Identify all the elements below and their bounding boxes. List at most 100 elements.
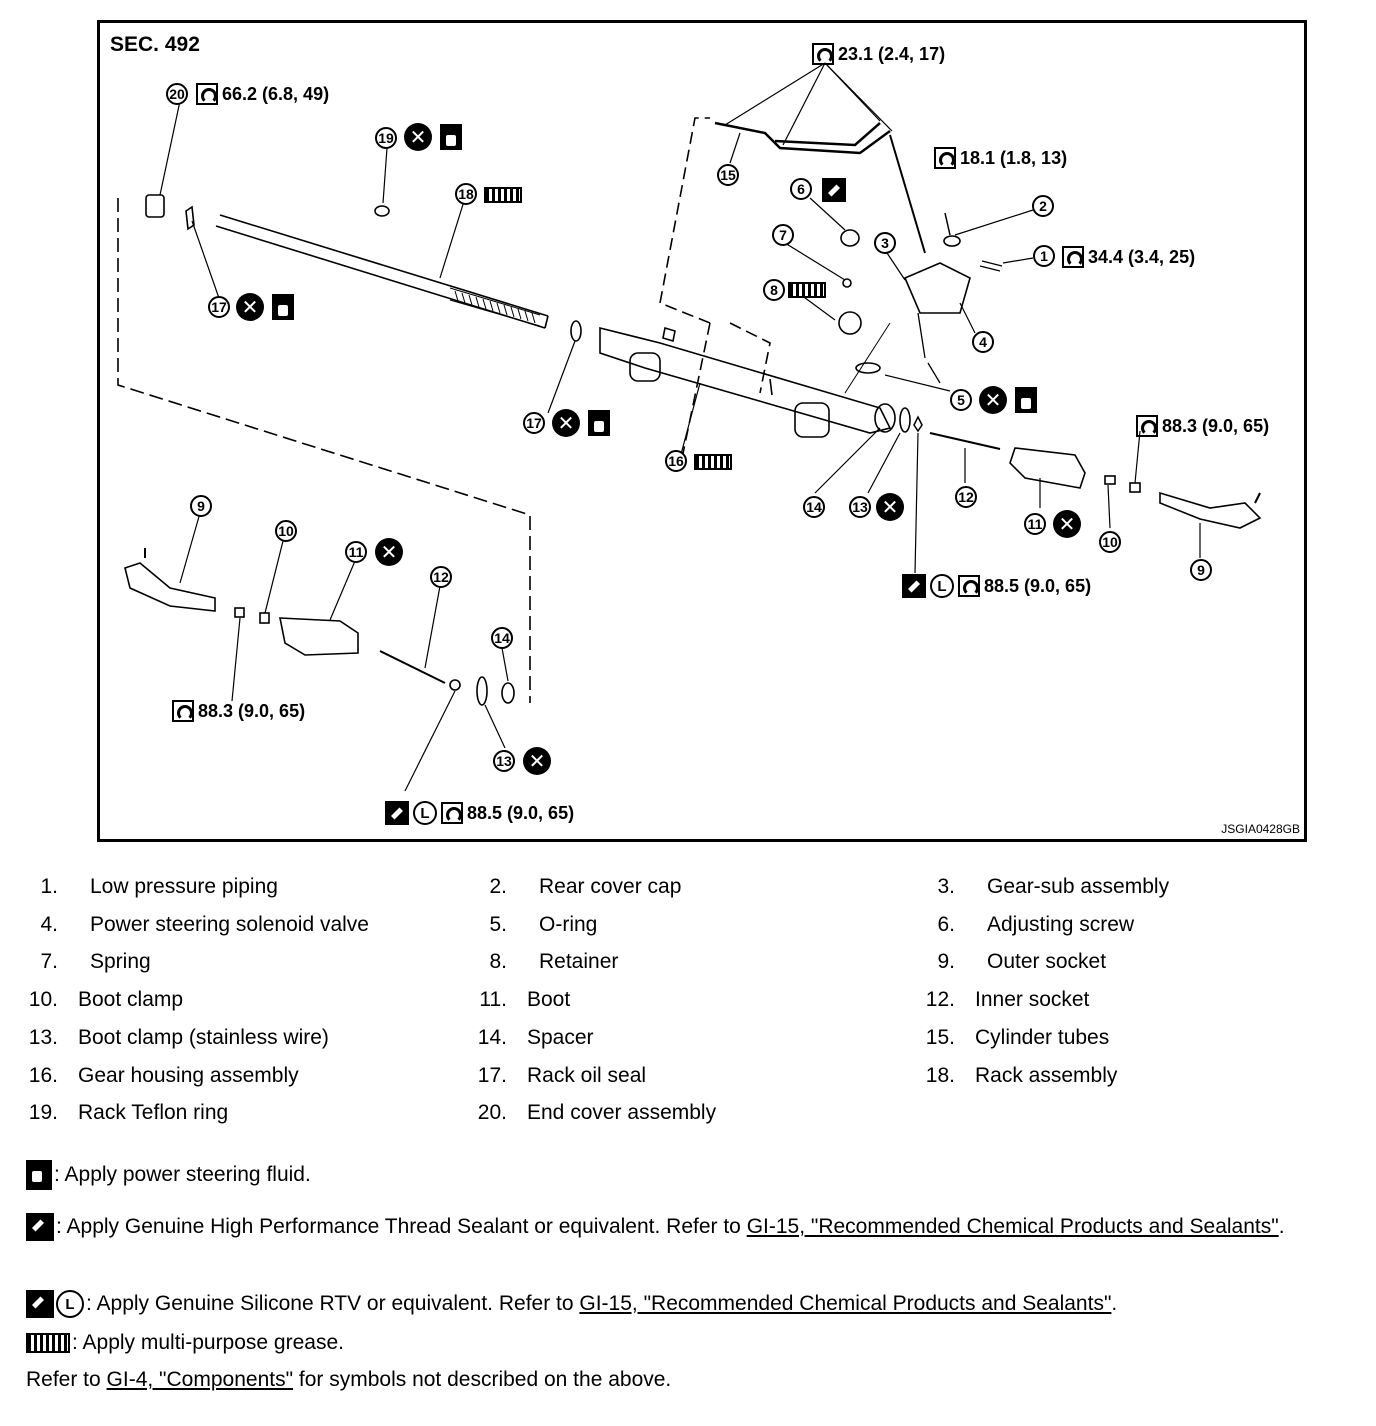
inner-socket-left <box>379 650 446 684</box>
torque-label-2: 18.1 (1.8, 13) <box>934 147 1067 169</box>
legend-label: Cylinder tubes <box>975 1025 1110 1049</box>
torque-wrench-icon <box>441 802 463 824</box>
callout-13b: 13 <box>493 750 515 772</box>
link-gi4-components[interactable]: GI-4, "Components" <box>106 1368 294 1391</box>
callout-13a: 13 <box>849 496 871 518</box>
link-gi15-rtv[interactable]: GI-15, "Recommended Chemical Products an… <box>579 1292 1112 1315</box>
callout-11b: 11 <box>345 541 367 563</box>
torque-wrench-icon <box>958 575 980 597</box>
power-steering-fluid-icon <box>588 410 610 436</box>
legend-item: 2. Rear cover cap <box>475 875 681 899</box>
legend-label: Boot clamp (stainless wire) <box>78 1025 329 1049</box>
legend-item: 3. Gear-sub assembly <box>923 875 1169 899</box>
rack-assembly-drawing <box>215 214 549 329</box>
replace-part-icon: ✕ <box>523 747 551 775</box>
legend-item: 11.Boot <box>475 988 570 1012</box>
replace-part-icon: ✕ <box>552 409 580 437</box>
callout-5: 5 <box>950 389 972 411</box>
note-fluid: : Apply power steering fluid. <box>26 1160 311 1191</box>
legend-item: 12. Inner socket <box>923 988 1090 1012</box>
legend-label: Gear-sub assembly <box>987 875 1170 898</box>
legend-label: Boot <box>527 988 571 1012</box>
callout-3: 3 <box>874 232 896 254</box>
power-steering-fluid-icon <box>440 124 462 150</box>
legend-number: 2. <box>489 875 507 898</box>
legend-item: 1.Low pressure piping <box>26 875 277 899</box>
legend-item: 19.Rack Teflon ring <box>26 1101 228 1125</box>
callout-14b: 14 <box>491 627 513 649</box>
legend-label: Adjusting screw <box>987 912 1135 936</box>
replace-part-icon: ✕ <box>236 293 264 321</box>
torque-label-12-right: L 88.5 (9.0, 65) <box>902 574 1091 598</box>
link-gi15-sealant[interactable]: GI-15, "Recommended Chemical Products an… <box>746 1215 1279 1238</box>
callout-17b: 17 <box>523 412 545 434</box>
legend-number: 3. <box>937 875 955 898</box>
legend-label: Retainer <box>539 950 619 974</box>
diagram-drawing <box>117 62 1262 792</box>
grease-icon <box>484 187 522 203</box>
figure-code: JSGIA0428GB <box>1221 822 1300 836</box>
legend-item: 17.Rack oil seal <box>475 1064 646 1088</box>
legend-item: 20. End cover assembly <box>475 1101 716 1125</box>
boot-right-drawing <box>1009 447 1086 489</box>
legend-label: Rack assembly <box>975 1063 1118 1087</box>
callout-10b: 10 <box>275 520 297 542</box>
callout-9a: 9 <box>1190 559 1212 581</box>
legend-label: Boot clamp <box>78 988 184 1012</box>
replace-part-icon: ✕ <box>404 123 432 151</box>
outer-socket-left <box>124 562 216 612</box>
outer-socket-right <box>1159 491 1262 529</box>
torque-wrench-icon <box>812 43 834 65</box>
callout-15: 15 <box>717 164 739 186</box>
callout-9b: 9 <box>190 495 212 517</box>
legend-number: 14. <box>477 1025 507 1049</box>
legend-number: 16. <box>28 1063 58 1087</box>
callout-4: 4 <box>972 331 994 353</box>
torque-wrench-icon <box>172 700 194 722</box>
legend-label: End cover assembly <box>527 1101 717 1125</box>
replace-part-icon: ✕ <box>375 538 403 566</box>
legend-label: Inner socket <box>975 988 1090 1012</box>
dashed-guide-center <box>659 117 710 304</box>
thread-sealant-icon <box>385 801 409 825</box>
dashed-guide-left <box>117 198 531 703</box>
legend-item: 8. Retainer <box>475 950 618 974</box>
legend-item: 14. Spacer <box>475 1026 594 1050</box>
inner-socket-right <box>929 432 1001 450</box>
torque-wrench-icon <box>1062 246 1084 268</box>
legend-number: 8. <box>489 950 507 974</box>
torque-wrench-icon <box>196 83 218 105</box>
legend-item: 16.Gear housing assembly <box>26 1064 299 1088</box>
note-refer: Refer to GI-4, "Components" for symbols … <box>26 1368 672 1391</box>
callout-17a: 17 <box>208 296 230 318</box>
legend-item: 7.Spring <box>26 950 151 974</box>
section-label: SEC. 492 <box>110 33 200 56</box>
replace-part-icon: ✕ <box>876 493 904 521</box>
grease-icon <box>694 454 732 470</box>
legend-label: Spring <box>90 950 151 974</box>
legend-item: 18.Rack assembly <box>923 1063 1118 1088</box>
legend-label: Spacer <box>527 1025 594 1049</box>
legend-number: 10. <box>28 988 58 1012</box>
note-sealant: : Apply Genuine High Performance Thread … <box>26 1212 1346 1242</box>
callout-10a: 10 <box>1099 531 1121 553</box>
note-grease: : Apply multi-purpose grease. <box>26 1328 344 1357</box>
legend-number: 20. <box>477 1101 507 1125</box>
callout-19: 19 <box>375 127 397 149</box>
legend-label: Rear cover cap <box>539 875 682 898</box>
legend-item: 5. O-ring <box>475 913 597 937</box>
callout-6: 6 <box>790 178 812 200</box>
callout-18: 18 <box>455 183 477 205</box>
silicone-rtv-icon: L <box>413 801 437 825</box>
torque-wrench-icon <box>934 147 956 169</box>
torque-label-1: 34.4 (3.4, 25) <box>1062 246 1195 268</box>
grease-icon <box>788 282 826 298</box>
legend-item: 13.Boot clamp (stainless wire) <box>26 1026 329 1050</box>
legend-number: 5. <box>489 912 507 936</box>
power-steering-fluid-icon <box>1015 387 1037 413</box>
legend-number: 12. <box>925 988 955 1012</box>
legend-label: O-ring <box>539 912 598 936</box>
callout-7: 7 <box>772 224 794 246</box>
silicone-rtv-icon: L <box>56 1290 84 1319</box>
legend-number: 1. <box>40 875 58 898</box>
